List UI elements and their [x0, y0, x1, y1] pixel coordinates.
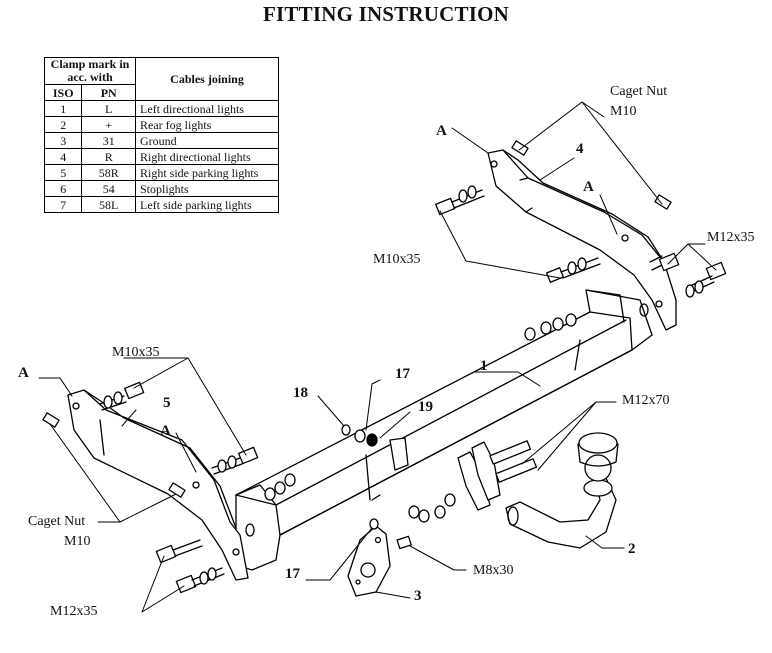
bolt-group-right	[649, 252, 727, 298]
part-17-top-label: 17	[395, 366, 410, 382]
caget-nut-top-label: Caget Nut	[610, 84, 668, 99]
left-bracket	[42, 389, 249, 581]
desc-cell: Left side parking lights	[135, 196, 279, 213]
pn-cell: 58L	[81, 196, 136, 213]
page-title: FITTING INSTRUCTION	[263, 2, 509, 26]
part-19-label: 19	[418, 399, 433, 415]
mark-a-label: A	[18, 365, 29, 381]
mark-a-label: A	[160, 423, 171, 439]
m8x30-label: M8x30	[473, 563, 514, 578]
cables-joining-header: Cables joining	[135, 57, 279, 101]
part-1-label: 1	[480, 358, 488, 374]
part-18-label: 18	[293, 385, 308, 401]
ball-mount-plate	[408, 440, 538, 523]
pn-cell: 54	[81, 180, 136, 197]
part-3-label: 3	[414, 588, 422, 604]
caget-nut-top-size-label: M10	[610, 104, 637, 119]
part-17-bottom-label: 17	[285, 566, 300, 582]
mark-a-label: A	[583, 179, 594, 195]
pn-cell: 31	[81, 132, 136, 149]
table-header-row: Clamp mark in acc. with Cables joining	[44, 57, 279, 101]
m12x35-bottom-label: M12x35	[50, 604, 98, 619]
desc-cell: Right directional lights	[135, 148, 279, 165]
part-5-label: 5	[163, 395, 171, 411]
m12x35-right-label: M12x35	[707, 230, 755, 245]
right-bracket	[487, 140, 677, 331]
iso-cell: 5	[43, 164, 83, 181]
leader-lines	[38, 101, 717, 613]
mark-a-label: A	[436, 123, 447, 139]
socket-plate	[341, 424, 412, 597]
cable-joining-table: Clamp mark in acc. with Cables joining I…	[43, 57, 279, 213]
m10x35-left-label: M10x35	[112, 345, 160, 360]
clamp-mark-header: Clamp mark in acc. with	[44, 57, 136, 85]
bolt-group-left	[99, 381, 259, 594]
m12x70-label: M12x70	[622, 393, 670, 408]
part-2-label: 2	[628, 541, 636, 557]
part-4-label: 4	[576, 141, 584, 157]
tow-ball	[505, 432, 619, 549]
desc-cell: Ground	[135, 132, 279, 149]
desc-cell: Right side parking lights	[135, 164, 279, 181]
m10x35-top-label: M10x35	[373, 252, 421, 267]
main-crossbar	[235, 289, 653, 571]
caget-nut-left-label: Caget Nut	[28, 514, 86, 529]
desc-cell: Stoplights	[135, 180, 279, 197]
bolt-group-top	[435, 185, 601, 283]
pn-header: PN	[81, 84, 136, 101]
nut-group	[264, 313, 577, 501]
iso-cell: 7	[43, 196, 83, 213]
caget-nut-left-size-label: M10	[64, 534, 91, 549]
